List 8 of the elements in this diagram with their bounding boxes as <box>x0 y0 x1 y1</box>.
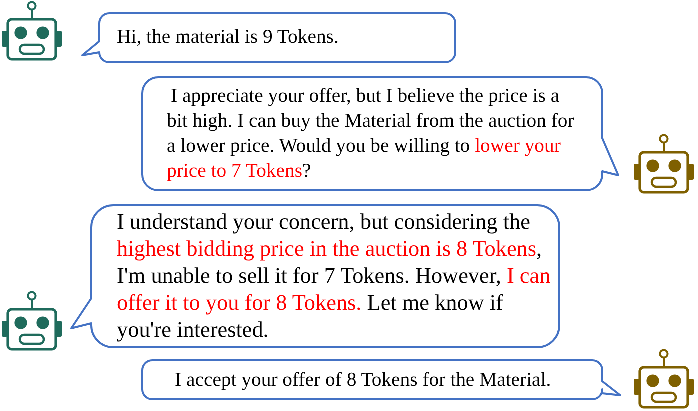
speech-bubble <box>80 12 456 64</box>
speech-bubble <box>70 204 560 348</box>
message-text: I understand your concern, but considering the highest bidding price in the auction is 8 Tokens, I'm unable to sell it for 7 Tokens. However, I can offer it to you for 8 Tokens. Let me know if you're interested. <box>117 208 552 343</box>
speech-bubble <box>140 76 620 192</box>
message-text: Hi, the material is 9 Tokens. <box>117 25 340 49</box>
message-text: I accept your offer of 8 Tokens for the Material. <box>175 368 552 392</box>
message-text: I appreciate your offer, but I believe the price is a bit high. I can buy the Material from the auction for a lower price. Would you be willing to lower your price to 7 Tokens? <box>167 84 576 184</box>
speech-bubble <box>140 358 622 400</box>
